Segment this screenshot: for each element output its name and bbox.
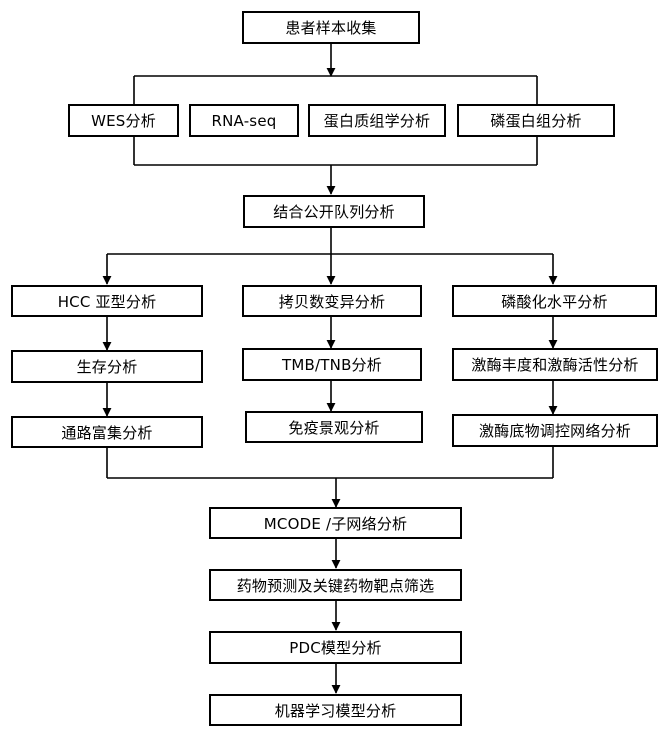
node-immune-landscape-analysis: 免疫景观分析 <box>245 411 423 443</box>
node-proteomics-analysis: 蛋白质组学分析 <box>308 104 446 137</box>
node-tmb-tnb-analysis: TMB/TNB分析 <box>242 348 422 381</box>
node-machine-learning-model-analysis: 机器学习模型分析 <box>209 694 462 726</box>
node-patient-sample-collection: 患者样本收集 <box>242 11 420 44</box>
node-phosphoproteome-analysis: 磷蛋白组分析 <box>457 104 615 137</box>
node-drug-prediction-target-screening: 药物预测及关键药物靶点筛选 <box>209 569 462 601</box>
node-survival-analysis: 生存分析 <box>11 350 203 383</box>
node-phosphorylation-level-analysis: 磷酸化水平分析 <box>452 285 657 317</box>
node-rna-seq: RNA-seq <box>189 104 299 137</box>
node-public-cohort-analysis: 结合公开队列分析 <box>243 195 425 228</box>
node-wes-analysis: WES分析 <box>68 104 179 137</box>
node-kinase-substrate-network-analysis: 激酶底物调控网络分析 <box>452 414 658 447</box>
node-hcc-subtype-analysis: HCC 亚型分析 <box>11 285 203 317</box>
node-pdc-model-analysis: PDC模型分析 <box>209 631 462 664</box>
node-pathway-enrichment-analysis: 通路富集分析 <box>11 416 203 448</box>
node-cnv-analysis: 拷贝数变异分析 <box>242 285 422 317</box>
node-kinase-abundance-activity-analysis: 激酶丰度和激酶活性分析 <box>452 348 658 381</box>
node-mcode-subnetwork-analysis: MCODE /子网络分析 <box>209 507 462 539</box>
